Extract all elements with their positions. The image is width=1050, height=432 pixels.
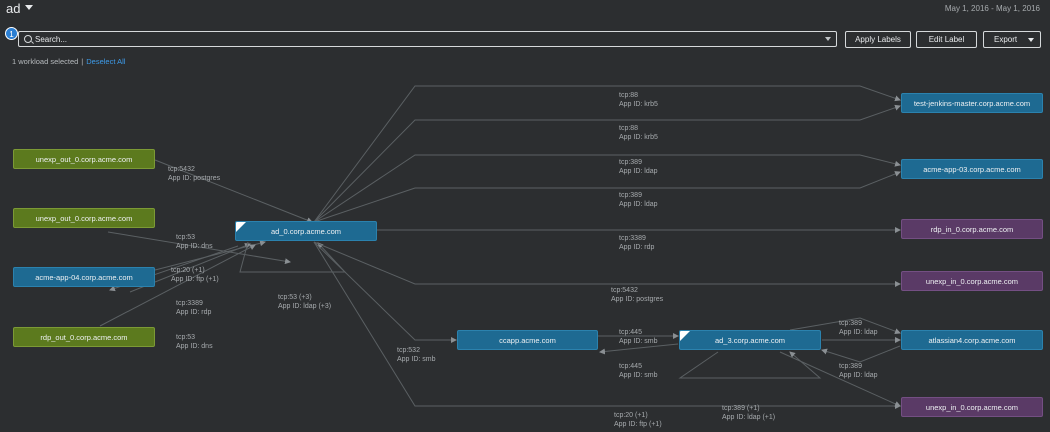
export-button[interactable]: Export [983, 31, 1041, 48]
edge-label: tcp:389 App ID: ldap [619, 159, 658, 175]
edge-ad0-to-acme03-a [313, 154, 901, 223]
node-ccapp[interactable]: ccapp.acme.com [457, 330, 598, 350]
node-unexp-in-0-b[interactable]: unexp_in_0.corp.acme.com [901, 397, 1043, 417]
edge-ad0-to-unexp-in-b [313, 241, 901, 409]
node-rdp-out-0[interactable]: rdp_out_0.corp.acme.com [13, 327, 155, 347]
separator: | [81, 57, 84, 66]
node-acme-app-04[interactable]: acme-app-04.corp.acme.com [13, 267, 155, 287]
edge-label: tcp:3389 App ID: rdp [176, 300, 212, 316]
edge-ad0-loop [239, 241, 347, 273]
edge-label: tcp:389 App ID: ldap [619, 192, 658, 208]
node-rdp-in-0[interactable]: rdp_in_0.corp.acme.com [901, 219, 1043, 239]
deselect-all-link[interactable]: Deselect All [86, 57, 126, 66]
edge-label: tcp:53 App ID: dns [176, 234, 213, 250]
edge-label: tcp:445 App ID: smb [619, 329, 658, 345]
edge-label: tcp:5432 App ID: postgres [168, 166, 221, 182]
node-ad-3[interactable]: ad_3.corp.acme.com [679, 330, 821, 350]
apply-labels-button[interactable]: Apply Labels [845, 31, 911, 48]
search-bar[interactable] [18, 31, 837, 47]
selection-info: 1 workload selected|Deselect All [12, 57, 125, 66]
chevron-down-icon [1028, 38, 1034, 42]
edge-ad0-to-ccapp [313, 241, 457, 343]
header-bar: ad May 1, 2016 - May 1, 2016 [0, 0, 1050, 22]
edge-label: tcp:389 (+1) App ID: ldap (+1) [722, 405, 776, 421]
selection-count-badge[interactable]: 1 [5, 27, 18, 40]
edge-label: tcp:389 App ID: ldap [839, 363, 878, 379]
edge-label: tcp:53 App ID: dns [176, 334, 213, 350]
edge-ad0-to-acme03-b [313, 171, 901, 223]
selected-corner-icon [680, 331, 690, 341]
edge-ad3-to-unexp-in-b [779, 351, 901, 407]
search-input[interactable] [35, 32, 815, 46]
edge-label: tcp:53 (+3) App ID: ldap (+3) [278, 294, 332, 310]
edge-rdp-out-to-ad0 [99, 244, 256, 327]
edge-ad3-to-ccapp [599, 343, 679, 355]
node-acme-app-03[interactable]: acme-app-03.corp.acme.com [901, 159, 1043, 179]
node-label: ad_3.corp.acme.com [714, 336, 786, 345]
node-unexp-out-0-b[interactable]: unexp_out_0.corp.acme.com [13, 208, 155, 228]
edge-label: tcp:445 App ID: smb [619, 363, 658, 379]
edge-label: tcp:20 (+1) App ID: ftp (+1) [614, 412, 662, 428]
page-title[interactable]: ad [6, 1, 21, 16]
edge-label: tcp:389 App ID: ldap [839, 320, 878, 336]
edge-ad0-to-jenkins-b [313, 104, 901, 223]
edge-unexp-out-a-to-ad0 [154, 159, 313, 223]
edge-ad3-loop [678, 351, 822, 379]
edge-atlassian-to-ad3 [821, 345, 901, 363]
edge-ad0-to-jenkins-a [313, 85, 901, 223]
edge-ad0-to-unexp-in-a [313, 241, 901, 287]
edge-label: tcp:532 App ID: smb [397, 347, 436, 363]
search-icon [24, 35, 32, 43]
node-test-jenkins-master[interactable]: test-jenkins-master.corp.acme.com [901, 93, 1043, 113]
chevron-down-icon[interactable] [825, 37, 831, 41]
node-unexp-in-0-a[interactable]: unexp_in_0.corp.acme.com [901, 271, 1043, 291]
edge-label: tcp:3389 App ID: rdp [619, 235, 655, 251]
node-ad-0-selected[interactable]: ad_0.corp.acme.com [235, 221, 377, 241]
chevron-down-icon[interactable] [25, 5, 33, 10]
selection-summary: 1 workload selected [12, 57, 79, 66]
export-label: Export [994, 35, 1018, 44]
node-atlassian4[interactable]: atlassian4.corp.acme.com [901, 330, 1043, 350]
edge-label: tcp:88 App ID: krb5 [619, 125, 658, 141]
node-label: ad_0.corp.acme.com [270, 227, 342, 236]
edge-unexp-out-b-to-ad0 [107, 231, 291, 265]
edge-label: tcp:5432 App ID: postgres [611, 287, 664, 303]
edge-ad3-to-atlassian-a [789, 317, 901, 335]
edge-label: tcp:88 App ID: krb5 [619, 92, 658, 108]
edit-label-button[interactable]: Edit Label [916, 31, 977, 48]
node-unexp-out-0-a[interactable]: unexp_out_0.corp.acme.com [13, 149, 155, 169]
selected-corner-icon [236, 222, 246, 232]
date-range: May 1, 2016 - May 1, 2016 [944, 4, 1040, 13]
edge-label: tcp:20 (+1) App ID: ftp (+1) [171, 267, 219, 283]
